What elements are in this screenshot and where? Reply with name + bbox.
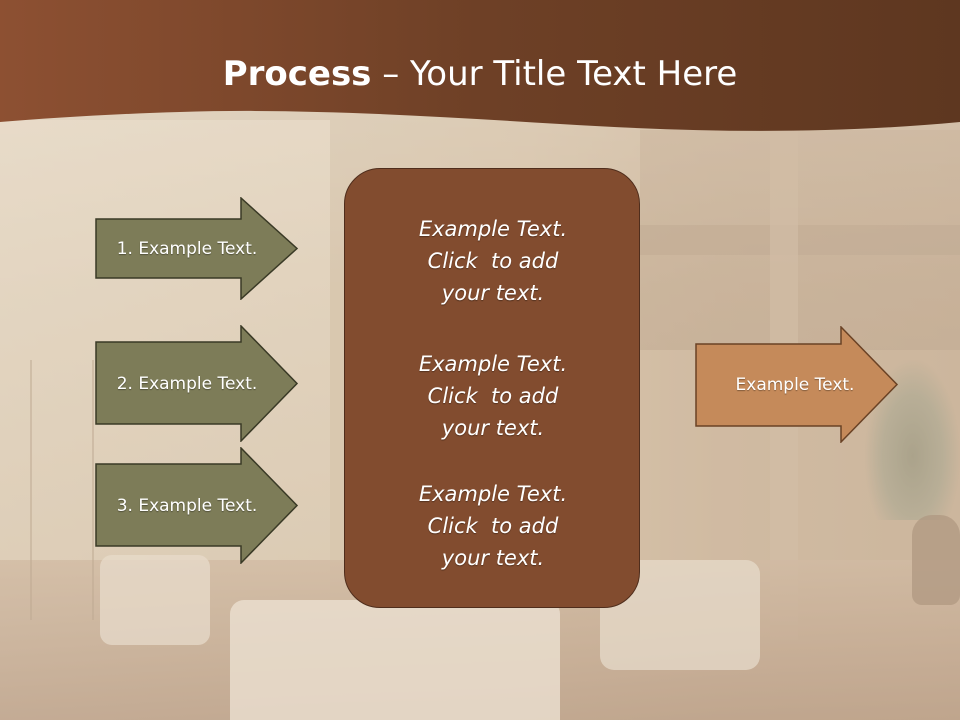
center-text-line: your text. — [441, 546, 545, 570]
background-shelf — [30, 360, 94, 620]
center-text-line: Click to add — [427, 514, 559, 538]
result-arrow-label: Example Text. — [735, 374, 855, 395]
slide-title-rest: – Your Title Text Here — [371, 54, 738, 94]
center-text-block-1[interactable]: Example Text. Click to add your text. — [345, 213, 641, 309]
center-text-line: Click to add — [427, 384, 559, 408]
background-vase — [912, 515, 960, 605]
center-text-line: Example Text. — [418, 482, 568, 506]
center-text-line: your text. — [441, 281, 545, 305]
process-step-label-2: 2. Example Text. — [116, 373, 258, 394]
slide-title-bold: Process — [222, 54, 372, 94]
process-step-label-1: 1. Example Text. — [116, 238, 258, 259]
title-banner: Process – Your Title Text Here — [0, 0, 960, 140]
slide-title[interactable]: Process – Your Title Text Here — [0, 52, 960, 96]
title-banner-shape — [0, 0, 960, 131]
center-text-line: your text. — [441, 416, 545, 440]
process-step-arrow-1[interactable]: 1. Example Text. — [95, 197, 299, 300]
process-step-arrow-3[interactable]: 3. Example Text. — [95, 447, 299, 564]
process-step-arrow-2[interactable]: 2. Example Text. — [95, 325, 299, 442]
background-armchair-left — [100, 555, 210, 645]
result-arrow[interactable]: Example Text. — [695, 326, 899, 443]
center-text-line: Example Text. — [418, 352, 568, 376]
background-mezzanine — [640, 225, 960, 255]
center-text-block-2[interactable]: Example Text. Click to add your text. — [345, 348, 641, 444]
center-content-box[interactable]: Example Text. Click to add your text. Ex… — [344, 168, 640, 608]
center-text-block-3[interactable]: Example Text. Click to add your text. — [345, 478, 641, 574]
background-sofa — [230, 600, 560, 720]
center-text-line: Example Text. — [418, 217, 568, 241]
process-step-label-3: 3. Example Text. — [116, 495, 258, 516]
center-text-line: Click to add — [427, 249, 559, 273]
